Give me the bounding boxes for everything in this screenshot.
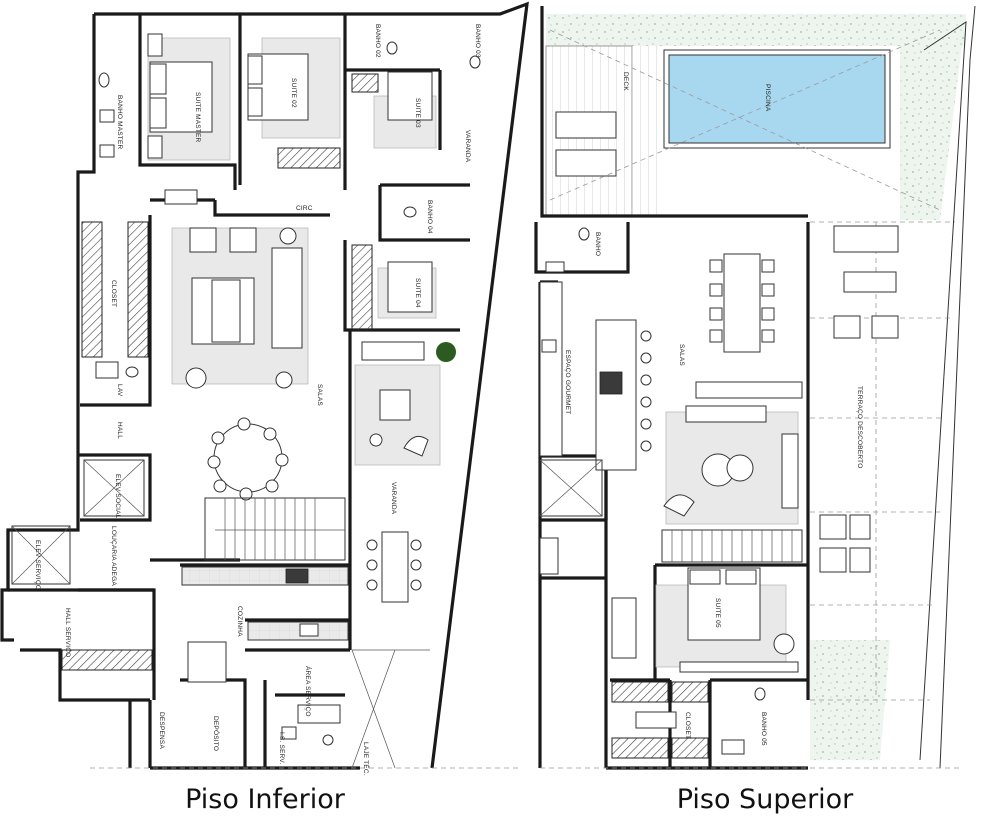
label-espaco-gourmet: ESPAÇO GOURMET	[564, 350, 571, 414]
label-suite-03: SUITE 03	[414, 98, 421, 128]
label-varanda-small: VARANDA	[464, 130, 471, 163]
label-varanda-lower: VARANDA	[390, 482, 397, 515]
label-closet-upper: CLOSET	[684, 712, 691, 739]
closet-hatch-upper-b	[611, 737, 669, 759]
label-closet-lower: CLOSET	[110, 280, 117, 307]
closet-hatch-suite02	[277, 147, 341, 169]
label-laje-tec: LAJE TÉC.	[362, 742, 371, 776]
closet-hatch-upper-a	[611, 681, 669, 703]
dining-table-round	[207, 417, 289, 501]
label-deposito: DEPÓSITO	[212, 716, 221, 751]
label-suite-master: SUITE MASTER	[194, 92, 201, 143]
deck-area-2	[632, 46, 662, 216]
label-ws-serv: I.S. SERV.	[278, 732, 285, 764]
gourmet-counter	[539, 281, 652, 471]
label-circ: CIRC	[296, 205, 313, 212]
label-suite-02: SUITE 02	[290, 78, 297, 108]
terrace-furniture	[819, 225, 899, 573]
label-elev-social: ELEV SOCIAL	[114, 474, 121, 519]
suite-05-furniture	[611, 567, 799, 673]
pool-water	[668, 54, 886, 144]
label-area-servico: ÁREA SERVIÇO	[304, 666, 313, 717]
hatch-service-hall	[61, 649, 153, 671]
lower-core-walls	[78, 330, 352, 768]
veranda-furniture	[351, 341, 456, 769]
closet-hatch-upper-c	[671, 681, 709, 703]
garden-top	[546, 14, 966, 46]
bed-suite-04	[377, 261, 437, 319]
bed-suite-02	[247, 37, 341, 139]
label-suite-05: SUITE 05	[714, 598, 721, 628]
label-hall: HALL	[116, 422, 123, 439]
deck-loungers	[555, 111, 617, 177]
label-terraco-descoberto: TERRAÇO DESCOBERTO	[856, 386, 863, 468]
upper-labels: DECK PISCINA BANHO ESPAÇO GOURMET SALAS …	[564, 72, 863, 746]
closet-hatch-right	[127, 221, 149, 358]
label-banho-05: BANHO 05	[760, 712, 767, 746]
living-room-upper	[663, 381, 803, 525]
label-piscina: PISCINA	[764, 84, 771, 112]
caption-piso-inferior: Piso Inferior	[185, 784, 346, 815]
elevators-lower	[11, 459, 145, 585]
closet-hatch-suite04	[351, 244, 373, 331]
upper-boundary-outer	[939, 5, 976, 769]
upper-inner-walls	[540, 454, 808, 682]
label-lav: LAV	[116, 384, 123, 397]
label-deck: DECK	[622, 72, 629, 91]
bath-fixtures-upper	[545, 227, 766, 755]
label-banho-02: BANHO 02	[374, 24, 381, 58]
garden-right	[900, 14, 966, 220]
upper-floor-plan	[534, 5, 976, 770]
bath-fixtures-lower	[95, 41, 481, 746]
living-room-furniture	[171, 227, 309, 389]
label-salas-upper: SALAS	[678, 344, 685, 366]
bed-suite-master	[147, 33, 231, 161]
label-cozinha: COZINHA	[236, 606, 243, 637]
label-loucaria-adega: LOUÇARIA ADEGA	[110, 526, 117, 586]
label-suite-04: SUITE 04	[414, 278, 421, 308]
stairs-upper	[661, 529, 803, 563]
lower-service-wall	[6, 530, 360, 770]
closet-hatch-suite03	[351, 73, 379, 93]
label-banho-upper: BANHO	[594, 232, 601, 256]
dining-table-upper	[709, 253, 775, 353]
label-banho-master: BANHO MASTER	[116, 95, 123, 150]
lower-labels: BANHO MASTER SUITE MASTER SUITE 02 BANHO…	[34, 24, 481, 776]
label-banho-04: BANHO 04	[426, 200, 433, 234]
kitchen-counters	[181, 566, 349, 724]
closet-hatch-left	[81, 221, 103, 358]
stairs-lower	[204, 497, 346, 561]
elevator-upper	[539, 459, 603, 575]
label-hall-servico: HALL SERVIÇO	[64, 608, 71, 657]
terrace-grid	[549, 29, 955, 701]
upper-boundary	[919, 21, 967, 761]
lower-floor-plan	[0, 1, 529, 770]
label-salas-lower: SALAS	[316, 384, 323, 406]
bed-suite-03	[373, 71, 437, 149]
closet-hatch-upper-d	[671, 737, 709, 759]
label-elev-servico: ELEV SERVIÇO	[34, 540, 41, 590]
label-despensa: DESPENSA	[158, 712, 165, 749]
label-banho-03: BANHO 03	[474, 24, 481, 58]
closet-bench	[635, 711, 677, 729]
caption-piso-superior: Piso Superior	[677, 784, 854, 815]
